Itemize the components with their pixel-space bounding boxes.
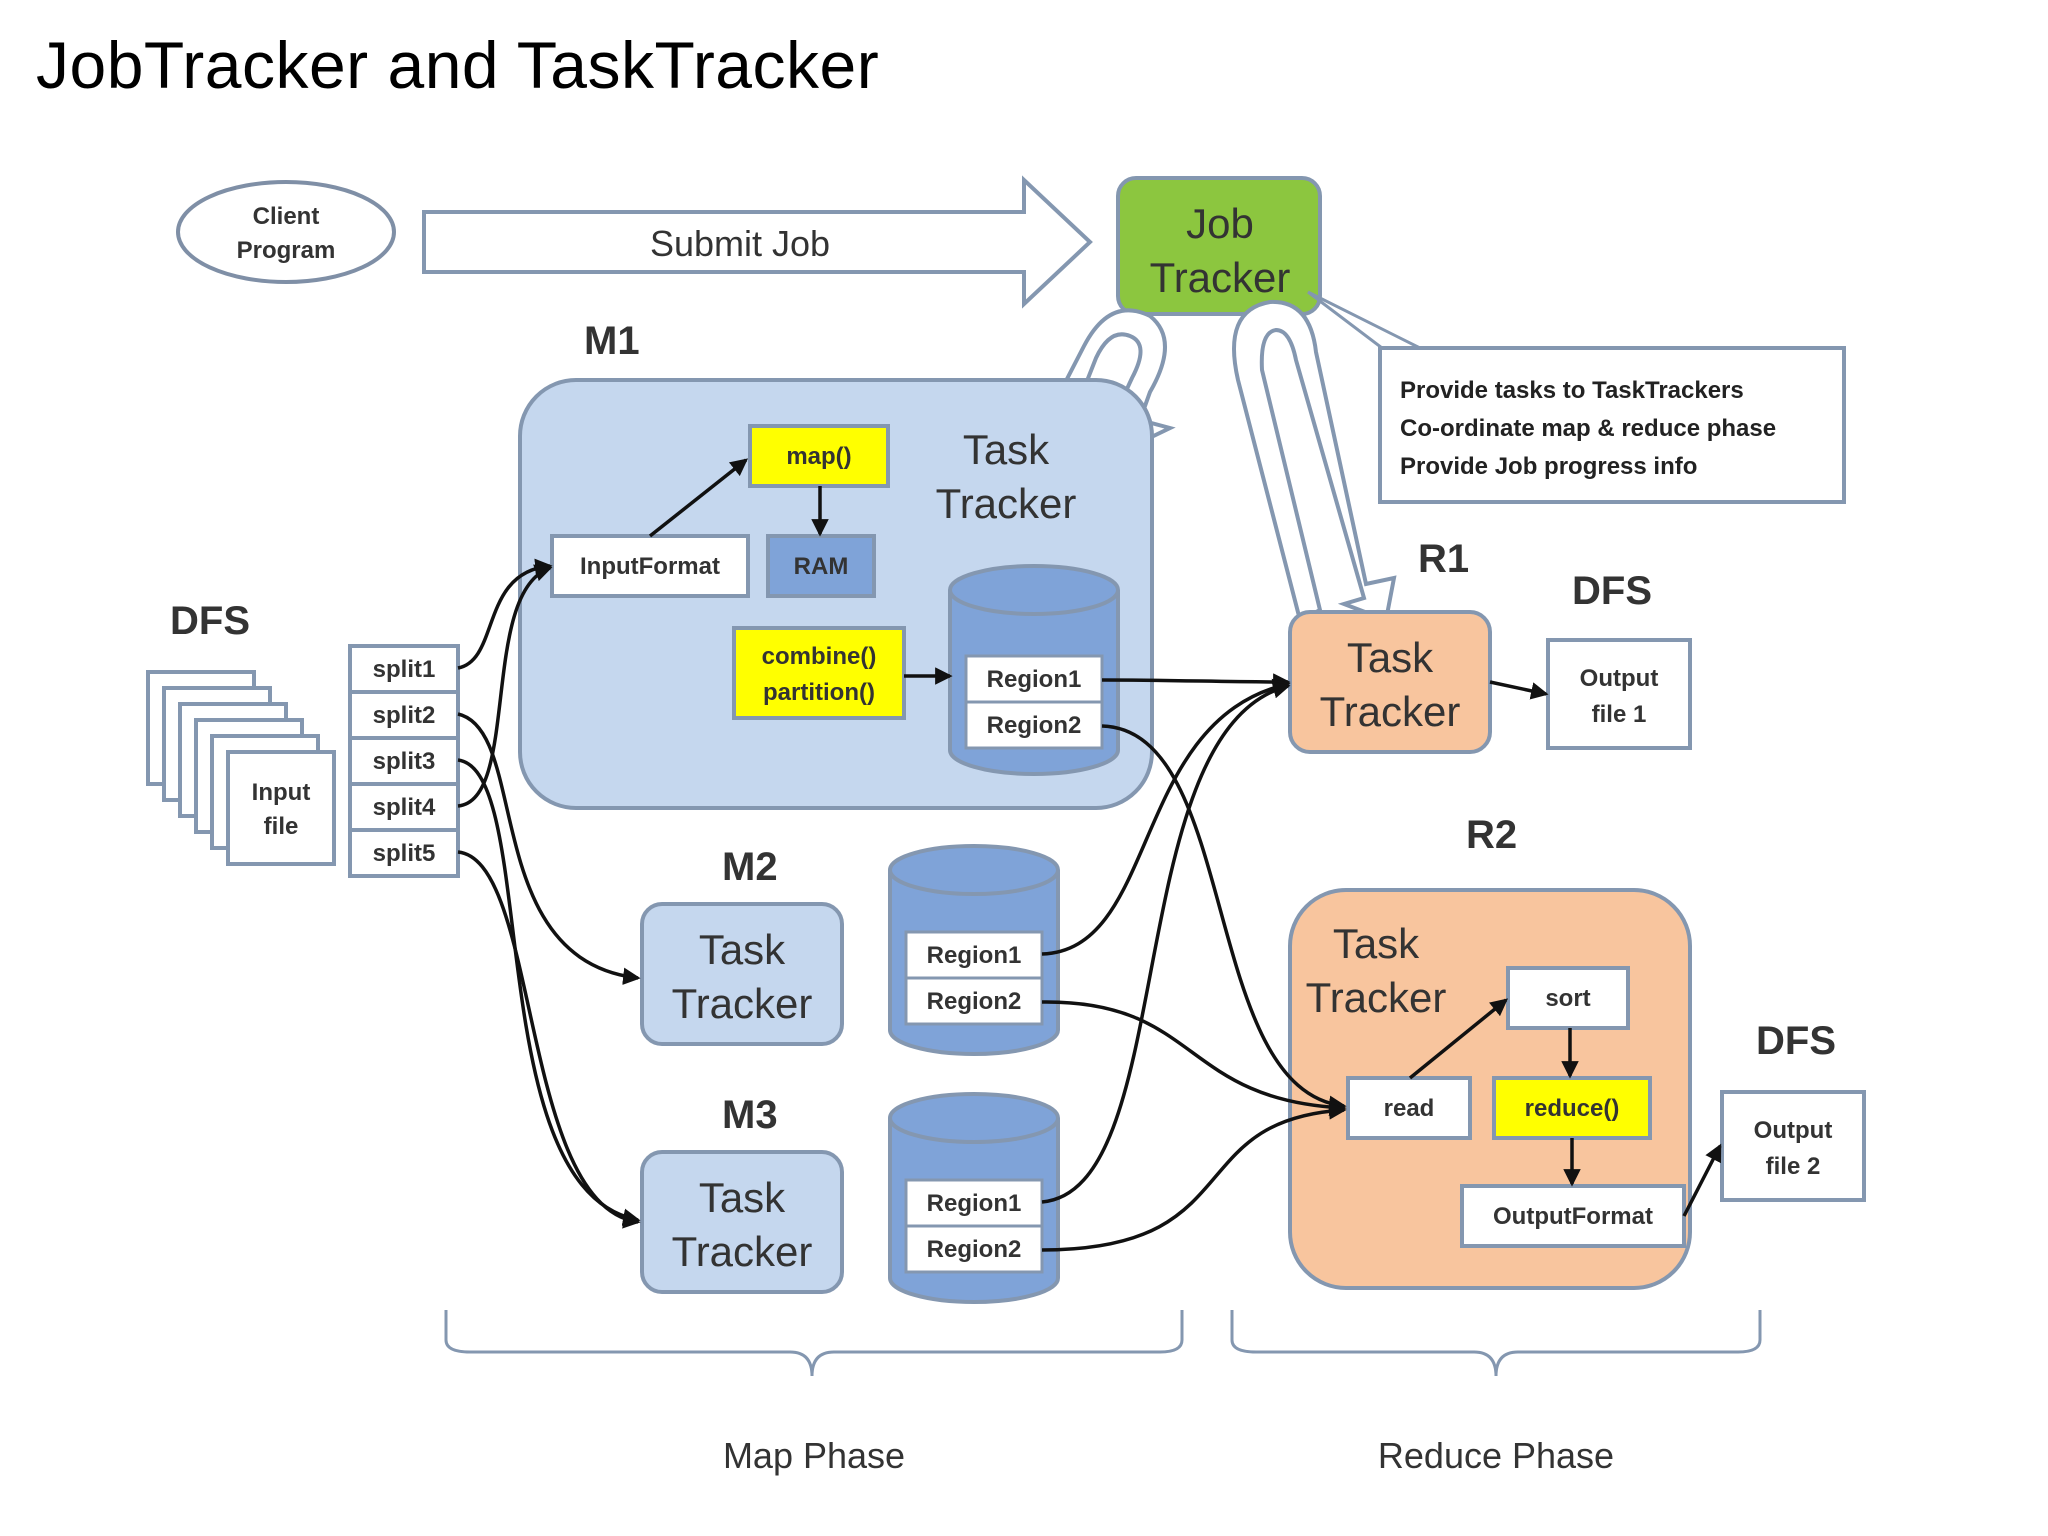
map-phase-brace: Map Phase <box>444 1310 1184 1476</box>
split-2: split2 <box>373 702 436 729</box>
output-file-1-line2: file 1 <box>1592 701 1647 728</box>
input-file-line1: Input <box>252 779 311 806</box>
m1-input-format-label: InputFormat <box>580 553 720 580</box>
split-4: split4 <box>373 794 436 821</box>
reduce-phase-brace: Reduce Phase <box>1230 1310 1762 1476</box>
split-3: split3 <box>373 748 436 775</box>
m2-label: M2 <box>722 845 778 889</box>
r2-dfs-label: DFS <box>1756 1019 1836 1063</box>
slide-title: JobTracker and TaskTracker <box>36 28 880 102</box>
input-file-stack: Input file <box>146 670 336 866</box>
map-phase-label: Map Phase <box>723 1435 905 1476</box>
m1-ram-label: RAM <box>794 553 849 580</box>
client-program-node: Client Program <box>176 180 396 284</box>
reduce-phase-label: Reduce Phase <box>1378 1435 1614 1476</box>
r2-output-format: OutputFormat <box>1460 1184 1686 1248</box>
m1-map-function: map() <box>748 424 890 488</box>
m1-map-label: map() <box>786 443 851 470</box>
r2-output-format-label: OutputFormat <box>1493 1203 1653 1230</box>
r2-read: read <box>1346 1076 1472 1140</box>
callout-line-1: Provide tasks to TaskTrackers <box>1400 377 1744 404</box>
m3-region2: Region2 <box>927 1236 1022 1263</box>
m1-region-cylinder: Region1 Region2 <box>948 564 1120 776</box>
job-tracker-line2: Tracker <box>1150 254 1291 301</box>
m2-region1: Region1 <box>927 942 1022 969</box>
m1-ram: RAM <box>766 534 876 598</box>
jobtracker-m1-u-arrow <box>1049 308 1176 459</box>
output-file-1-line1: Output <box>1580 665 1659 692</box>
m3-tasktracker-line2: Tracker <box>672 1228 813 1275</box>
m1-tasktracker-line2: Tracker <box>936 480 1077 527</box>
output-file-2-line2: file 2 <box>1766 1153 1821 1180</box>
input-file-line2: file <box>264 813 299 840</box>
r2-reduce-function: reduce() <box>1492 1076 1652 1140</box>
r2-label: R2 <box>1466 813 1517 857</box>
m1-region1: Region1 <box>987 666 1082 693</box>
output-file-1: Output file 1 <box>1546 638 1692 750</box>
job-tracker-node: Job Tracker <box>1116 176 1322 316</box>
m3-region1: Region1 <box>927 1190 1022 1217</box>
jobtracker-r1-u-arrow <box>1232 299 1397 623</box>
job-tracker-callout: Provide tasks to TaskTrackers Co-ordinat… <box>1307 290 1846 504</box>
m3-tasktracker-line1: Task <box>699 1174 786 1221</box>
r1-tasktracker-line2: Tracker <box>1320 688 1461 735</box>
split-1: split1 <box>373 656 436 683</box>
r2-tasktracker-line1: Task <box>1333 920 1420 967</box>
m1-label: M1 <box>584 319 640 363</box>
split-5: split5 <box>373 840 436 867</box>
m1-input-format: InputFormat <box>550 534 750 598</box>
callout-line-2: Co-ordinate map & reduce phase <box>1400 415 1776 442</box>
r2-sort: sort <box>1506 966 1630 1030</box>
m2-region2: Region2 <box>927 988 1022 1015</box>
r1-tasktracker-line1: Task <box>1347 634 1434 681</box>
r1-task-tracker: Task Tracker <box>1288 610 1492 754</box>
m1-region2: Region2 <box>987 712 1082 739</box>
r2-tasktracker-line2: Tracker <box>1306 974 1447 1021</box>
output-file-2: Output file 2 <box>1720 1090 1866 1202</box>
r2-reduce-label: reduce() <box>1525 1095 1620 1122</box>
r1-dfs-label: DFS <box>1572 569 1652 613</box>
m2-tasktracker-line2: Tracker <box>672 980 813 1027</box>
client-label-line1: Client <box>253 203 320 230</box>
m3-label: M3 <box>722 1093 778 1137</box>
r2-read-label: read <box>1384 1095 1435 1122</box>
submit-job-arrow: Submit Job <box>422 175 1093 309</box>
m3-task-tracker: Task Tracker <box>640 1150 844 1294</box>
m1-tasktracker-line1: Task <box>963 426 1050 473</box>
m1-partition-label: partition() <box>763 679 875 706</box>
m2-task-tracker: Task Tracker <box>640 902 844 1046</box>
submit-job-label: Submit Job <box>650 223 830 264</box>
input-dfs-label: DFS <box>170 599 250 643</box>
job-tracker-line1: Job <box>1186 200 1254 247</box>
client-label-line2: Program <box>237 237 336 264</box>
m1-combine-label: combine() <box>762 643 877 670</box>
m2-tasktracker-line1: Task <box>699 926 786 973</box>
m3-region-cylinder: Region1 Region2 <box>888 1092 1060 1304</box>
m1-combine-partition: combine() partition() <box>732 626 906 720</box>
r1-label: R1 <box>1418 537 1469 581</box>
output-file-2-line1: Output <box>1754 1117 1833 1144</box>
m2-region-cylinder: Region1 Region2 <box>888 844 1060 1056</box>
split-list: split1 split2 split3 split4 split5 <box>348 644 460 878</box>
connector-wires <box>457 458 1722 1252</box>
callout-line-3: Provide Job progress info <box>1400 453 1697 480</box>
r2-sort-label: sort <box>1545 985 1590 1012</box>
